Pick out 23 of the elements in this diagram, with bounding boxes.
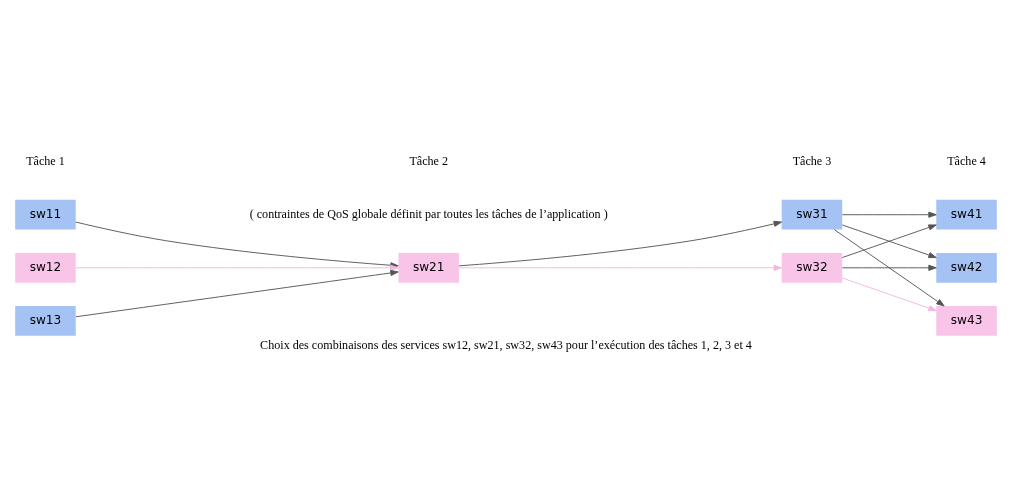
label: Tâche 4 — [947, 153, 986, 168]
node-box: sw41 — [936, 199, 997, 230]
node-box: sw11 — [15, 199, 76, 230]
node-box: sw32 — [781, 252, 843, 283]
arrow — [75, 264, 399, 271]
arrow — [458, 264, 782, 271]
arrow — [75, 269, 399, 317]
label: Tâche 2 — [409, 153, 448, 168]
arrow — [458, 220, 783, 266]
node-box: sw31 — [781, 199, 843, 230]
label: Tâche 3 — [792, 153, 832, 168]
node-box: sw42 — [936, 252, 997, 283]
node-box: sw12 — [15, 252, 76, 283]
arrow — [841, 277, 937, 311]
caption: Choix des combinaisons des services sw12, sw21, sw32, sw43 pour l’exécution des tâches 1, 2, 3 et 4 — [260, 337, 752, 352]
arrow — [841, 264, 937, 271]
node-box: sw13 — [15, 305, 76, 336]
arrow — [833, 228, 945, 306]
node-box: sw21 — [398, 252, 459, 283]
arrow — [841, 211, 937, 218]
label: Tâche 1 — [26, 153, 65, 168]
node-box: sw43 — [936, 305, 997, 336]
label: ( contraintes de QoS globale définit par toutes les tâches de l’application ) — [249, 206, 608, 221]
